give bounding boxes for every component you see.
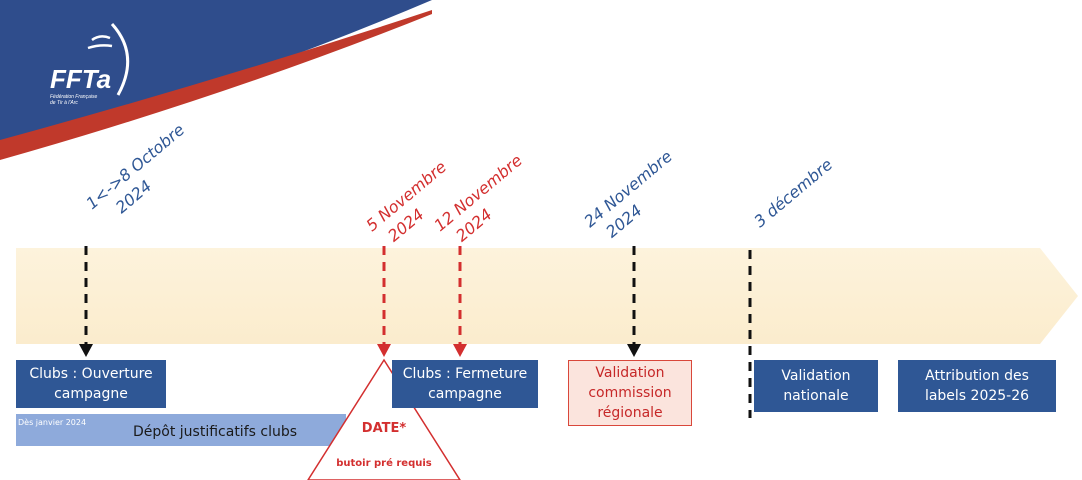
date-dec3-line1: 3 décembre xyxy=(750,155,836,231)
connector-nov24 xyxy=(627,246,641,357)
connector-nov5 xyxy=(377,246,391,357)
box-attribution-line2: labels 2025-26 xyxy=(924,388,1030,404)
deadline-triangle xyxy=(307,358,461,480)
depot-start-label: Dès janvier 2024 xyxy=(18,417,86,427)
bow-icon xyxy=(110,22,130,96)
arrow-down-icon xyxy=(79,344,93,357)
arrow-down-icon xyxy=(453,344,467,357)
timeline-band xyxy=(16,248,1078,344)
box-validation-nationale: Validation nationale xyxy=(754,360,878,412)
date-label-nov12: 12 Novembre 2024 xyxy=(430,151,526,246)
deadline-subtitle: butoir pré requis xyxy=(336,457,432,469)
box-clubs-ouverture: Clubs : Ouverture campagne xyxy=(16,360,166,408)
box-nationale-line2: nationale xyxy=(783,388,849,404)
connector-nov12 xyxy=(453,246,467,357)
box-validation-regionale: Validation commission régionale xyxy=(568,360,692,426)
connector-oct xyxy=(79,246,93,357)
box-attribution-line1: Attribution des xyxy=(925,368,1029,384)
box-fermeture-line1: Clubs : Fermeture xyxy=(402,366,528,382)
box-nationale-line1: Validation xyxy=(781,368,851,384)
logo-tagline-2: de Tir à l'Arc xyxy=(50,100,78,106)
box-regionale-line2: commission xyxy=(588,385,672,401)
arrow-icon xyxy=(87,35,113,50)
ffta-logo: FFTa Fédération Française de Tir à l'Arc xyxy=(50,22,130,106)
box-regionale-line1: Validation xyxy=(595,365,665,381)
box-fermeture-line2: campagne xyxy=(428,386,502,402)
header-red-stripe xyxy=(0,10,432,160)
box-regionale-line3: régionale xyxy=(597,405,663,421)
date-label-dec3: 3 décembre xyxy=(750,155,836,231)
depot-bar xyxy=(16,414,346,446)
logo-tagline-1: Fédération Française xyxy=(50,94,97,100)
box-ouverture-line1: Clubs : Ouverture xyxy=(29,366,153,382)
date-label-oct: 1<->8 Octobre 2024 xyxy=(82,120,188,217)
box-attribution-labels: Attribution des labels 2025-26 xyxy=(898,360,1056,412)
logo-text: FFTa xyxy=(50,64,111,94)
arrow-down-icon xyxy=(377,344,391,357)
date-label-nov24: 24 Novembre 2024 xyxy=(580,147,676,242)
depot-label: Dépôt justificatifs clubs xyxy=(133,424,297,440)
box-clubs-fermeture: Clubs : Fermeture campagne xyxy=(392,360,538,408)
deadline-title: DATE* xyxy=(362,421,407,436)
arrow-down-icon xyxy=(627,344,641,357)
box-ouverture-line2: campagne xyxy=(54,386,128,402)
